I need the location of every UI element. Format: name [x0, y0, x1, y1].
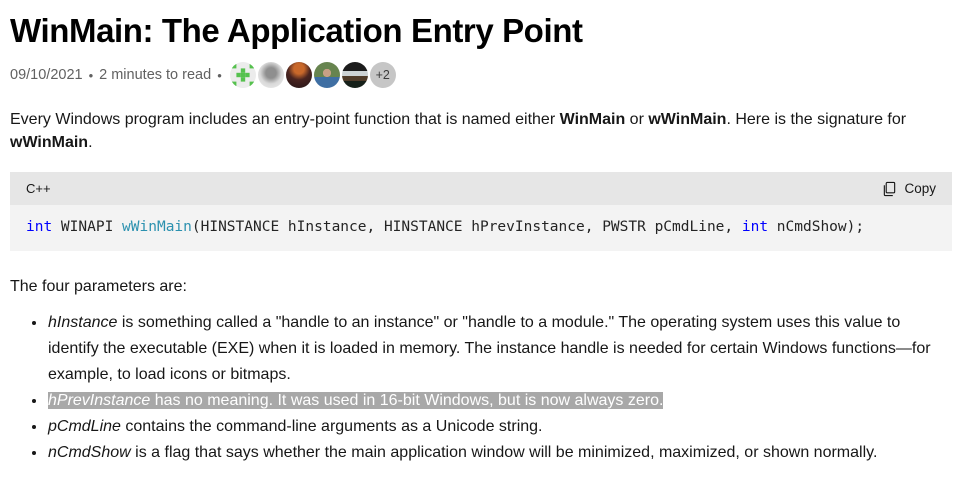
- article-metadata: 09/10/2021 • 2 minutes to read •: [10, 61, 952, 89]
- code-token-keyword: int: [741, 219, 769, 235]
- parameter-description: has no meaning. It was used in 16-bit Wi…: [150, 392, 664, 409]
- copy-button[interactable]: Copy: [882, 181, 936, 197]
- publish-date: 09/10/2021: [10, 67, 83, 83]
- separator-dot: •: [217, 67, 222, 83]
- copy-pages-icon: [882, 181, 897, 197]
- parameter-description: is something called a "handle to an inst…: [48, 314, 931, 383]
- code-snippet: int WINAPI wWinMain(HINSTANCE hInstance,…: [10, 205, 952, 251]
- identicon-icon: [231, 64, 254, 86]
- parameter-name: hPrevInstance: [48, 392, 151, 409]
- list-item-pcmdline: pCmdLine contains the command-line argum…: [47, 414, 952, 440]
- code-language-label: C++: [26, 181, 51, 196]
- contributor-photo-avatar[interactable]: [285, 62, 312, 88]
- intro-text: . Here is the signature for: [726, 111, 907, 128]
- list-item-ncmdshow: nCmdShow is a flag that says whether the…: [47, 440, 952, 466]
- code-block-header: C++ Copy: [10, 172, 952, 205]
- intro-text-bold: wWinMain: [648, 111, 727, 128]
- intro-text-bold: WinMain: [559, 111, 626, 128]
- parameter-description: is a flag that says whether the main app…: [130, 444, 878, 461]
- contributor-photo-avatar[interactable]: [341, 62, 368, 88]
- code-token: WINAPI: [52, 219, 123, 235]
- intro-text: Every Windows program includes an entry-…: [10, 111, 560, 128]
- parameter-name: nCmdShow: [48, 444, 131, 461]
- code-block: C++ Copy int WINAPI wWinMain(HINSTANCE h…: [10, 172, 952, 251]
- parameters-intro: The four parameters are:: [10, 278, 187, 295]
- list-item-hinstance: hInstance is something called a "handle …: [47, 310, 952, 388]
- avatar-overflow-badge[interactable]: +2: [369, 62, 396, 88]
- parameter-name: pCmdLine: [48, 418, 121, 435]
- contributor-photo-avatar[interactable]: [257, 62, 284, 88]
- parameter-name: hInstance: [48, 314, 118, 331]
- github-identicon-avatar[interactable]: [229, 62, 256, 88]
- intro-text: .: [88, 133, 93, 151]
- selected-text-highlight: hPrevInstance has no meaning. It was use…: [48, 392, 664, 409]
- intro-text-bold: wWinMain: [10, 133, 89, 151]
- article-page: WinMain: The Application Entry Point 09/…: [0, 10, 962, 466]
- list-item-hprevinstance: hPrevInstance has no meaning. It was use…: [47, 388, 952, 414]
- code-token-function: wWinMain: [122, 219, 192, 235]
- parameter-list: hInstance is something called a "handle …: [10, 310, 952, 466]
- copy-button-label: Copy: [904, 181, 936, 196]
- contributor-photo-avatar[interactable]: [313, 62, 340, 88]
- code-token-keyword: int: [26, 219, 53, 235]
- code-token: (HINSTANCE hInstance, HINSTANCE hPrevIns…: [191, 219, 742, 235]
- code-token: nCmdShow);: [768, 219, 865, 235]
- intro-paragraph: Every Windows program includes an entry-…: [10, 109, 948, 154]
- intro-text: or: [625, 111, 649, 128]
- contributor-avatars: +2: [229, 62, 396, 88]
- read-time: 2 minutes to read: [99, 67, 212, 83]
- parameter-description: contains the command-line arguments as a…: [120, 418, 543, 435]
- separator-dot: •: [88, 67, 94, 83]
- page-title: WinMain: The Application Entry Point: [10, 12, 583, 49]
